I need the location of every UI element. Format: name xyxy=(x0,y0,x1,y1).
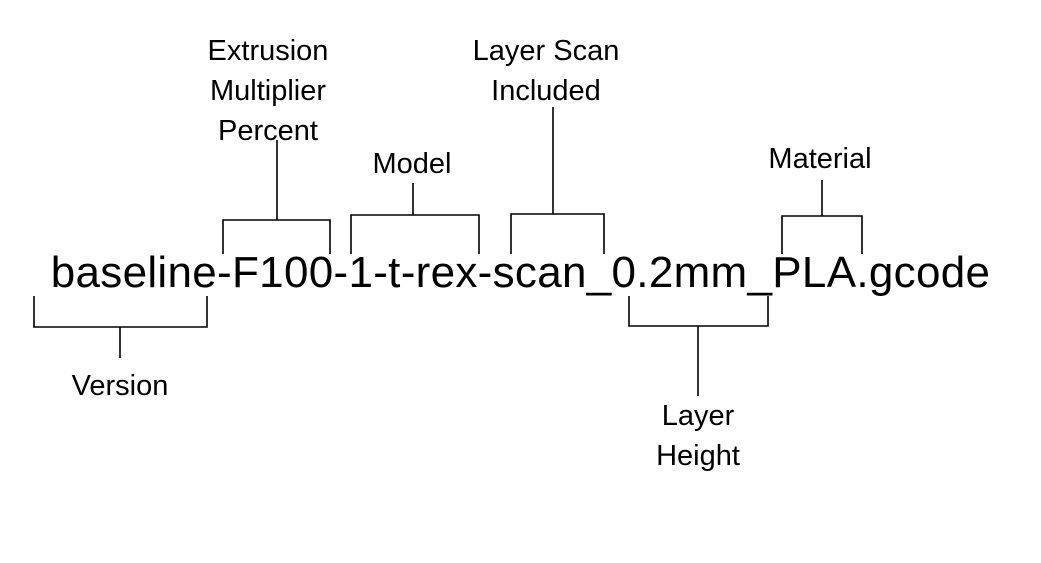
layer-scan-label-line-2: Included xyxy=(491,75,601,107)
extrusion-label-line-1: Extrusion xyxy=(207,35,329,67)
gcode-filename: baseline-F100-1-t-rex-scan_0.2mm_PLA.gco… xyxy=(50,248,991,297)
layer-height-label-line-1: Layer xyxy=(661,400,735,432)
material-label: Material xyxy=(768,143,872,175)
layer-scan-label-line-1: Layer Scan xyxy=(472,35,620,67)
layer-scan-bracket xyxy=(510,213,605,254)
layer-height-label: Layer Height xyxy=(618,396,778,476)
model-label: Model xyxy=(372,148,452,180)
version-label: Version xyxy=(71,370,169,402)
layer-scan-label: Layer Scan Included xyxy=(446,31,646,111)
model-bracket xyxy=(350,214,480,254)
layer-height-label-line-2: Height xyxy=(656,440,740,472)
extrusion-label-line-3: Percent xyxy=(218,115,318,147)
extrusion-multiplier-label: Extrusion Multiplier Percent xyxy=(168,31,368,151)
extrusion-label-line-2: Multiplier xyxy=(209,75,327,107)
